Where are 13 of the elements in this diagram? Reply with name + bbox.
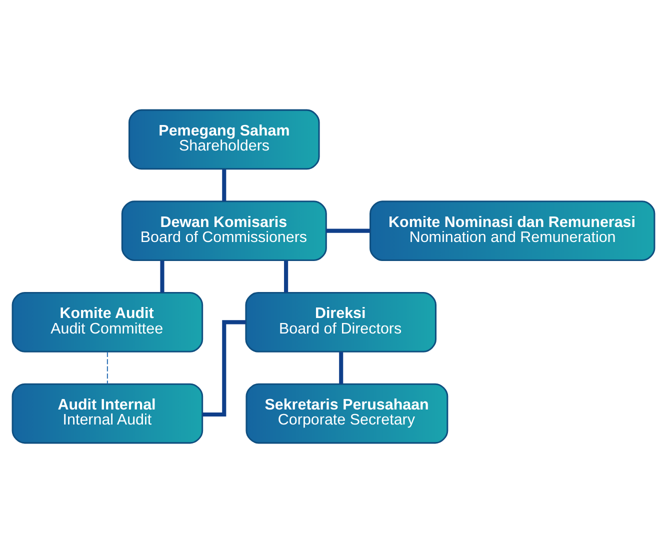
connector: [106, 352, 108, 384]
node-box: Direksi Board of Directors: [245, 292, 436, 352]
connector: [222, 169, 226, 202]
node-box: Komite Audit Audit Committee: [12, 292, 204, 352]
node-box: Audit Internal Internal Audit: [12, 383, 204, 444]
node-box: Sekretaris Perusahaan Corporate Secretary: [246, 383, 448, 444]
node-box: Pemegang Saham Shareholders: [128, 109, 320, 170]
node-box: Komite Nominasi dan Remunerasi Nomination and Remuneration: [370, 200, 656, 262]
connector: [326, 228, 370, 233]
node-box: Dewan Komisaris Board of Commissioners: [121, 200, 327, 262]
connector: [160, 260, 164, 292]
connector: [284, 260, 288, 292]
connector: [339, 352, 344, 384]
